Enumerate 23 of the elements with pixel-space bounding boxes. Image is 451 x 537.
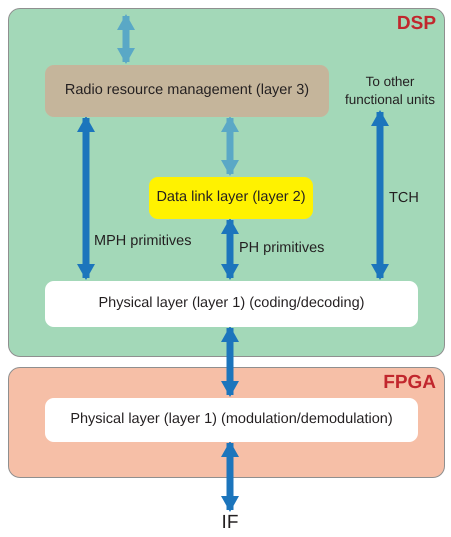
panel-title: DSP <box>396 13 436 35</box>
double-arrow <box>221 441 239 512</box>
edge-label: MPH primitives <box>92 233 194 249</box>
edge-label: PH primitives <box>237 240 326 256</box>
panel-title: FPGA <box>383 372 436 394</box>
process-box <box>45 281 418 327</box>
process-box <box>149 177 313 219</box>
dsp-panel <box>8 8 445 357</box>
box-label: Data link layer (layer 2) <box>156 188 306 208</box>
box-label: Physical layer (layer 1) (modulation/demodulation) <box>70 410 393 430</box>
text-label: IF <box>213 512 247 534</box>
box-label: Radio resource management (layer 3) <box>64 81 310 100</box>
process-box <box>45 65 329 117</box>
double-arrow <box>117 14 135 64</box>
double-arrow <box>221 218 239 280</box>
double-arrow <box>371 110 389 280</box>
fpga-panel <box>8 367 445 478</box>
double-arrow <box>221 116 239 176</box>
double-arrow <box>77 116 95 280</box>
box-label: Physical layer (layer 1) (coding/decoding) <box>98 294 364 314</box>
double-arrow <box>221 326 239 397</box>
process-box <box>45 398 418 442</box>
text-label: To other functional units <box>337 71 443 111</box>
